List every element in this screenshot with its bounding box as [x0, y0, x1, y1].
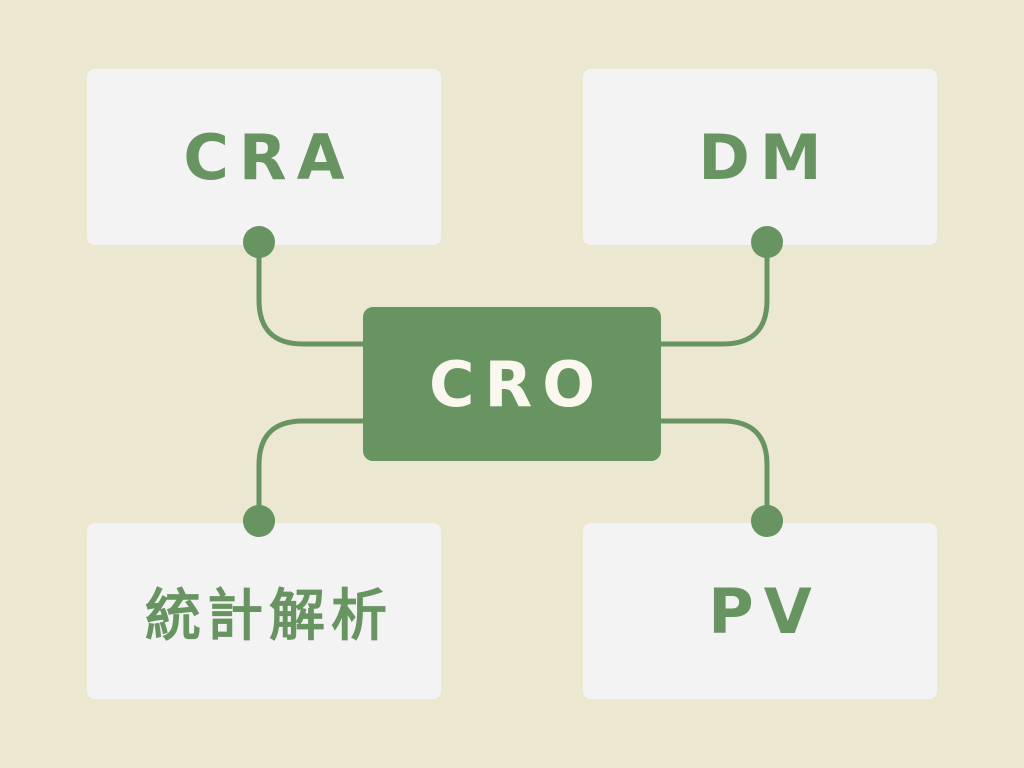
connector-pv — [659, 418, 770, 521]
connector-stat — [256, 418, 365, 521]
node-dm: DM — [583, 69, 937, 245]
node-label: CRA — [183, 120, 355, 194]
center-node-cro: CRO — [363, 307, 661, 461]
node-statistics: 統計解析 — [87, 523, 441, 699]
node-label: DM — [698, 120, 832, 194]
node-label: PV — [708, 574, 822, 648]
center-label: CRO — [429, 347, 605, 421]
connector-cra — [256, 242, 365, 347]
connector-dm — [659, 242, 770, 347]
node-label: 統計解析 — [145, 583, 393, 649]
node-cra: CRA — [87, 69, 441, 245]
node-pv: PV — [583, 523, 937, 699]
